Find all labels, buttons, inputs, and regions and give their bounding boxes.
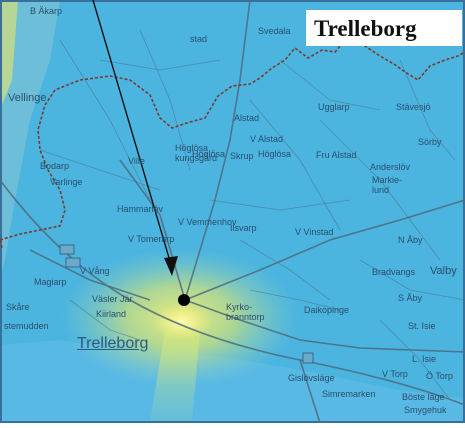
place-n-aby: N Åby [398,235,423,245]
place-simremarken: Simremarken [322,389,376,399]
place-sorby: Sörby [418,137,442,147]
place-trelleborg-city: Trelleborg [77,335,149,352]
municipal-border [0,30,465,241]
place-valby: Valby [430,265,457,277]
place-alstad: Alstad [234,113,260,123]
place-ilsvarp: Ilsvarp [230,223,257,233]
place-kiirland: Kiirland [96,309,127,319]
place-gislovslage: Gislövsläge [288,373,335,383]
road-number-boxes [59,244,314,364]
place-boste: Böste läge [402,392,445,402]
place-stavesjo: Stävesjö [396,102,431,112]
place-stemudden: stemudden [4,321,49,331]
place-magiarp: Magiarp [34,277,67,287]
place-anderslov: Anderslöv [370,162,411,172]
place-kyrkobranntorp: Kyrko-branntorp [226,302,265,322]
place-stad: stad [190,34,208,44]
place-v-vinstad: V Vinstad [295,227,334,237]
map-title: Trelleborg [314,16,417,41]
west-land-region [0,0,60,280]
place-l-isie: L. Isie [412,354,437,364]
place-bodarp: Bodarp [40,161,70,171]
place-v-vemmenhov: V Vemmenhov [178,217,237,227]
place-v-alstad: V Alstad [250,134,284,144]
place-smygehuk: Smygehuk [404,405,447,415]
place-hoglosa-east: Höglösa [258,149,292,159]
place-skare: Skåre [6,302,30,312]
place-vellinge: Vellinge [8,92,47,104]
place-fru-alstad: Fru Alstad [316,150,357,160]
urban-strip [0,0,18,110]
place-ville: Ville [128,156,145,166]
dot-marker-icon[interactable] [178,294,190,306]
place-ugglarp: Ugglarp [318,102,350,112]
place-o-torp: Ö Torp [426,371,453,381]
urban-plume [150,330,200,423]
place-daikopinge: Daikopinge [304,305,350,315]
place-st-isie: St. Isie [408,321,436,331]
arrow-head-icon [164,256,178,276]
place-hoglosa: Höglösa [192,149,226,159]
place-v-vang: V Vång [80,266,110,276]
title-background [306,10,462,46]
place-s-aby: S Åby [398,293,423,303]
arrow-line [92,0,173,269]
place-skrup: Skrup [230,151,254,161]
municipal-border-tail [0,239,3,249]
place-v-torp: V Torp [382,369,408,379]
place-varlinge: Varlinge [50,177,83,187]
place-b-akarp: B Äkarp [30,6,63,16]
place-vasler-jar: Väsler Jär [92,294,133,304]
place-hammarlov: Hammarlöv [117,204,164,214]
place-svedala: Svedala [258,26,291,36]
place-hoglosa-kungsgard: Höglösa kungsgård [175,143,218,163]
urban-core [152,304,212,340]
place-v-tomerarp: V Tomerarp [128,234,175,244]
place-markie-lund: Markie-lund [372,175,403,195]
place-bradvangs: Bradvangs [372,267,416,277]
minor-roads [39,29,465,401]
